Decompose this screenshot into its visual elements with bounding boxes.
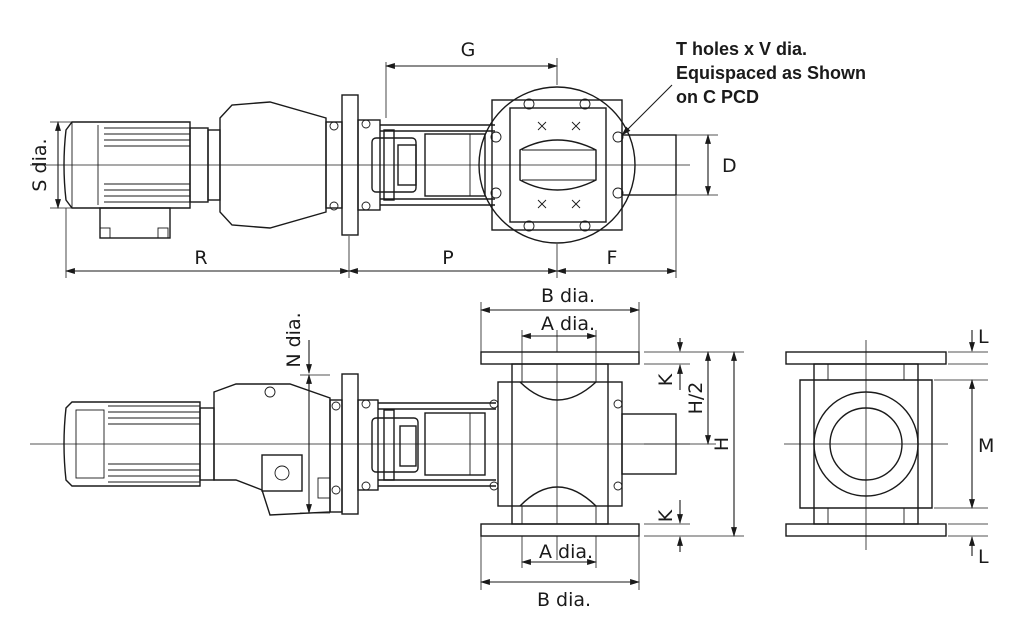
valve-body-top bbox=[478, 86, 677, 244]
dim-label-d: D bbox=[722, 155, 737, 177]
gearbox-top bbox=[207, 101, 343, 229]
coupling-front bbox=[357, 399, 499, 491]
note-line-3: on C PCD bbox=[676, 87, 759, 107]
motor-front bbox=[63, 401, 215, 487]
inlet-flange bbox=[480, 351, 640, 365]
outlet-flange bbox=[480, 523, 640, 537]
dim-label-b-bottom: B dia. bbox=[537, 589, 591, 611]
dim-label-a-top: A dia. bbox=[541, 313, 595, 335]
front-view: B dia. A dia. N dia. K H/2 H K bbox=[30, 285, 744, 611]
note-line-2: Equispaced as Shown bbox=[676, 63, 866, 83]
dim-label-f: F bbox=[607, 247, 618, 269]
dim-label-n: N dia. bbox=[283, 312, 305, 367]
dim-label-h-half: H/2 bbox=[685, 382, 707, 415]
gearbox-front bbox=[213, 383, 343, 516]
dim-label-b-top: B dia. bbox=[541, 285, 595, 307]
dim-label-k-bottom: K bbox=[655, 509, 677, 522]
dim-label-l-bottom: L bbox=[978, 546, 989, 568]
dim-label-s: S dia. bbox=[29, 138, 51, 191]
note-line-1: T holes x V dia. bbox=[676, 39, 807, 59]
top-view: G S dia. D R P F bbox=[29, 39, 737, 278]
side-view: L M L bbox=[784, 326, 994, 568]
dim-label-k-top: K bbox=[655, 373, 677, 386]
dim-label-g: G bbox=[461, 39, 476, 61]
dim-label-p: P bbox=[442, 247, 453, 269]
dim-label-a-bottom: A dia. bbox=[539, 541, 593, 563]
bolt-hole-note: T holes x V dia. Equispaced as Shown on … bbox=[676, 39, 866, 107]
motor-top bbox=[63, 121, 209, 239]
bolt-holes bbox=[490, 98, 624, 232]
dim-label-m: M bbox=[978, 435, 994, 457]
dim-label-r: R bbox=[194, 247, 207, 269]
dim-label-h: H bbox=[711, 437, 733, 451]
coupling-top bbox=[357, 119, 495, 211]
dim-label-l-top: L bbox=[978, 326, 989, 348]
